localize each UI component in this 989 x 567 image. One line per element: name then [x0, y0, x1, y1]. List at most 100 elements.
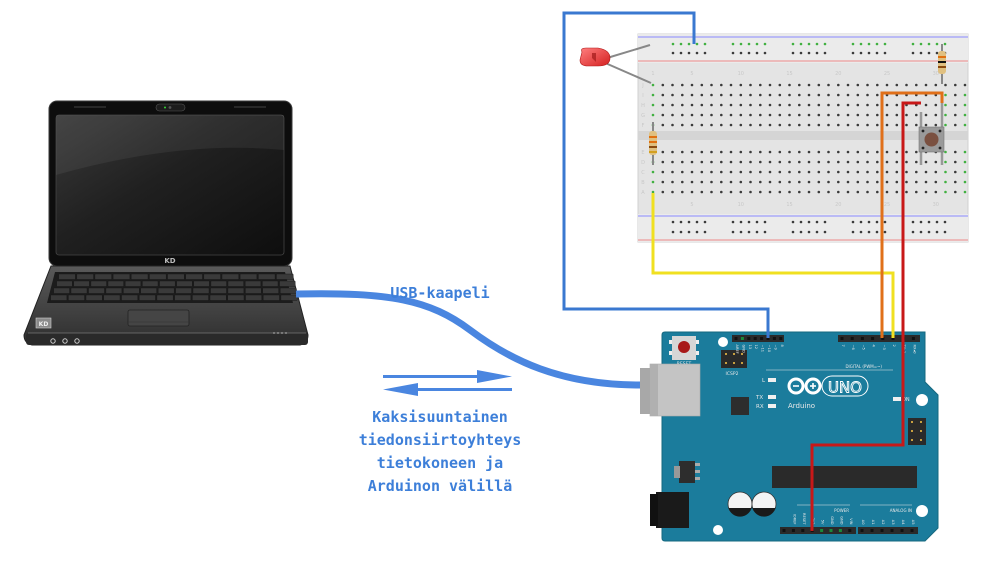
breadboard-hole: [651, 103, 655, 107]
pin-label: A1: [871, 520, 875, 525]
breadboard-hole: [681, 180, 684, 184]
breadboard-hole: [690, 93, 694, 97]
breadboard-hole: [895, 150, 899, 154]
breadboard-hole: [846, 170, 850, 174]
breadboard-hole: [690, 170, 694, 174]
keyboard-key: [245, 287, 262, 294]
breadboard-hole: [661, 160, 665, 164]
comm-label-line-3: tietokoneen ja: [376, 454, 504, 472]
breadboard-hole: [690, 160, 694, 164]
breadboard-hole: [856, 113, 860, 117]
breadboard-hole: [905, 83, 908, 87]
rail-hole: [815, 230, 819, 234]
rail-hole: [791, 42, 795, 46]
breadboard-hole: [915, 123, 918, 127]
rail-hole: [695, 51, 699, 55]
breadboard-hole: [885, 190, 889, 194]
breadboard-hole: [817, 103, 821, 107]
led-rx-label: RX: [756, 404, 764, 410]
breadboard-hole: [944, 170, 947, 174]
breadboard-hole: [710, 190, 713, 194]
keyboard-key: [227, 280, 244, 287]
breadboard-hole: [700, 180, 704, 184]
pin-label: VIN: [849, 518, 853, 525]
rail-hole: [935, 220, 939, 224]
breadboard-hole: [954, 123, 957, 127]
pin-label: 8: [780, 345, 784, 348]
breadboard-hole: [739, 93, 743, 97]
keyboard-key: [167, 273, 185, 280]
breadboard-hole: [671, 93, 674, 97]
rail-hole: [739, 220, 743, 224]
breadboard-hole: [788, 103, 791, 107]
breadboard-hole: [885, 180, 889, 184]
breadboard-hole: [700, 113, 704, 117]
column-number: 1: [651, 71, 654, 77]
breadboard-hole: [739, 180, 743, 184]
arrow-right-icon: [383, 370, 512, 383]
rail-hole: [919, 51, 923, 55]
breadboard-hole: [924, 160, 928, 164]
breadboard-hole: [905, 113, 908, 117]
keyboard-key: [280, 294, 298, 301]
breadboard-hole: [856, 93, 860, 97]
breadboard-hole: [856, 150, 860, 154]
breadboard-hole: [827, 123, 830, 127]
breadboard-hole: [915, 83, 918, 87]
rail-hole: [671, 220, 675, 224]
rail-hole: [859, 230, 863, 234]
rail-hole: [679, 220, 683, 224]
rail-hole: [703, 230, 707, 234]
breadboard-hole: [866, 150, 869, 154]
breadboard-hole: [827, 83, 830, 87]
breadboard-hole: [837, 83, 840, 87]
rail-hole: [739, 42, 743, 46]
breadboard-hole: [895, 160, 899, 164]
rail-hole: [807, 230, 811, 234]
rail-hole: [935, 51, 939, 55]
breadboard-hole: [710, 150, 713, 154]
column-number: 20: [835, 202, 841, 208]
breadboard-hole: [749, 160, 752, 164]
breadboard-hole: [729, 190, 733, 194]
breadboard-hole: [739, 190, 743, 194]
breadboard-hole: [729, 170, 733, 174]
breadboard-hole: [924, 103, 928, 107]
rail-hole: [731, 42, 735, 46]
breadboard-hole: [954, 103, 957, 107]
breadboard-hole: [788, 190, 791, 194]
laptop-audio-ports: [50, 338, 80, 344]
rail-hole: [695, 42, 699, 46]
breadboard-hole: [817, 150, 821, 154]
row-letter: I: [642, 93, 643, 99]
breadboard-hole: [788, 83, 791, 87]
rail-hole: [763, 220, 767, 224]
keyboard-key: [209, 294, 227, 301]
pin-label: AREF: [735, 345, 739, 354]
pin-label: 7: [841, 345, 845, 347]
rail-hole: [807, 220, 811, 224]
rail-hole: [823, 51, 827, 55]
breadboard-hole: [866, 180, 869, 184]
status-leds: L TX RX ON: [755, 378, 910, 410]
arrow-left-icon: [383, 383, 512, 396]
breadboard-hole: [807, 160, 811, 164]
header-pin: [753, 337, 757, 340]
keyboard-key: [73, 280, 90, 287]
power-header: [780, 527, 856, 534]
pin-label: 12: [754, 345, 758, 350]
breadboard-hole: [827, 93, 830, 97]
rail-hole: [731, 230, 735, 234]
breadboard-hole: [905, 170, 908, 174]
keyboard-key: [156, 294, 174, 301]
breadboard-hole: [944, 150, 947, 154]
breadboard-hole: [671, 190, 674, 194]
keyboard-key: [68, 294, 85, 301]
breadboard-hole: [807, 93, 811, 97]
rail-hole: [755, 220, 759, 224]
rail-hole: [731, 220, 735, 224]
breadboard-hole: [954, 113, 957, 117]
breadboard-hole: [924, 113, 928, 117]
breadboard-hole: [954, 170, 957, 174]
